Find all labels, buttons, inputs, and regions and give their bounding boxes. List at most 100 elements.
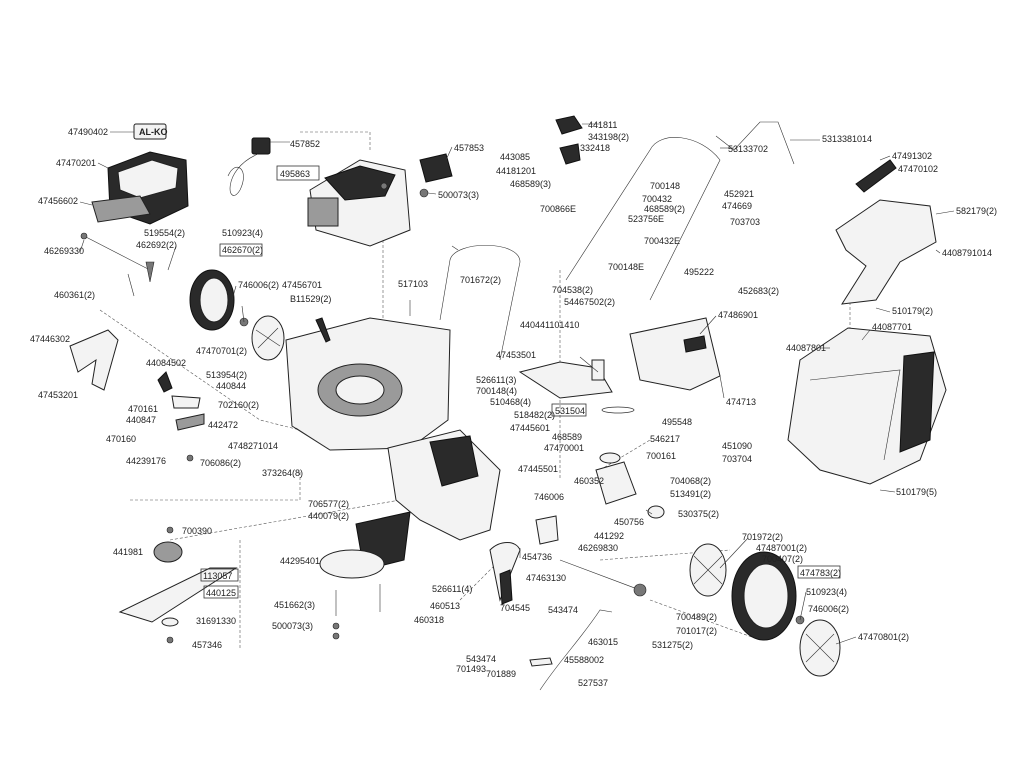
rear-flap [69,329,119,391]
part-label: 47490402 [68,127,108,137]
part-label: 703704 [722,454,752,464]
part-label: 47446302 [30,334,70,344]
wheel-cap-right [799,619,841,677]
part-label: 47487001(2) [756,543,807,553]
part-label: 704068(2) [670,476,711,486]
part-label: 462670(2) [222,245,263,255]
deflector [518,359,613,399]
part-label: 543474 [466,654,496,664]
svg-text:AL-KO: AL-KO [139,127,168,137]
part-label: 113057 [203,571,232,581]
part-label: 454736 [522,552,552,562]
part-label: B11529(2) [290,294,331,304]
part-label: 47470801(2) [858,632,909,642]
part-label: 518482(2) [514,410,555,420]
part-label: 44087801 [786,343,826,353]
wheel-left [189,269,249,331]
leader-lines [79,123,955,645]
part-labels: 47490402 47470201 47456602 46269330 5195… [30,120,997,688]
part-label: 495222 [684,267,714,277]
part-label: 700390 [182,526,212,536]
part-label: 47486901 [718,310,758,320]
part-label: 343198(2) [588,132,629,142]
part-label: 701972(2) [742,532,783,542]
part-label: 500073(3) [438,190,479,200]
part-label: 531504 [555,406,585,416]
part-label: 44239176 [126,456,166,466]
mulch-plate [319,511,411,640]
axle-left [80,232,155,297]
wheel-right [731,551,805,641]
part-label: 510179(5) [896,487,937,497]
part-label: 526611(4) [432,584,472,594]
upper-handle [565,137,721,301]
wheel-cap-left [251,315,285,361]
part-label: 513954(2) [206,370,247,380]
rear-axle [489,542,647,605]
part-label: 31691330 [196,616,236,626]
part-label: 452921 [724,189,754,199]
part-label: 460318 [414,615,444,625]
part-label: 706577(2) [308,499,349,509]
part-label: 463015 [588,637,618,647]
part-label: 470160 [106,434,136,444]
part-label: 495548 [662,417,692,427]
part-label: 332418 [580,143,610,153]
part-label: 441981 [113,547,143,557]
drive-belt [601,406,635,414]
part-label: 510468(4) [490,397,531,407]
part-label: 746006 [534,492,564,502]
part-label: 530375(2) [678,509,719,519]
part-label: 440125 [206,588,236,598]
part-label: 440847 [126,415,156,425]
blade [118,526,238,644]
part-label: 46269830 [578,543,618,553]
part-label: 700489(2) [676,612,717,622]
part-label: 47453201 [38,390,78,400]
part-label: 700148E [608,262,644,272]
part-label: 700148(4) [476,386,517,396]
part-label: 702160(2) [218,400,259,410]
part-label: 44181201 [496,166,536,176]
rear-cover [629,317,721,391]
part-label: 47456602 [38,196,78,206]
part-label: 701493 [456,664,486,674]
part-label: 701889 [486,669,516,679]
part-label: 460361(2) [54,290,95,300]
part-label: 47445501 [518,464,558,474]
part-label: 510179(2) [892,306,933,316]
part-label: 703703 [730,217,760,227]
grass-bag-frame [835,159,937,305]
brand-badge: AL-KO [133,123,168,140]
part-label: 47470701(2) [196,346,247,356]
part-label: 468589(3) [510,179,551,189]
part-label: 442472 [208,420,238,430]
part-label: 700148 [650,181,680,191]
part-label: 44084502 [146,358,186,368]
part-label: 519554(2) [144,228,185,238]
part-label: 450756 [614,517,644,527]
part-label: 460513 [430,601,460,611]
part-label: 53133702 [728,144,768,154]
part-label: 746006(2) [238,280,279,290]
part-label: 704545 [500,603,530,613]
part-label: 700432 [642,194,672,204]
part-label: 443085 [500,152,530,162]
part-label: 5313381014 [822,134,872,144]
height-lever-left [157,371,205,462]
part-label: 46269330 [44,246,84,256]
part-label: 700407(2) [762,554,803,564]
grass-bag [787,327,947,485]
part-label: 44087701 [872,322,912,332]
lower-handle [439,245,521,361]
part-label: 457853 [454,143,484,153]
part-label: 495863 [280,169,310,179]
gearbox [535,452,665,545]
part-label: 517103 [398,279,428,289]
part-label: 543474 [548,605,578,615]
height-adjuster-rear [529,609,613,691]
part-label: 546217 [650,434,680,444]
part-label: 513491(2) [670,489,711,499]
part-label: 510923(4) [806,587,847,597]
